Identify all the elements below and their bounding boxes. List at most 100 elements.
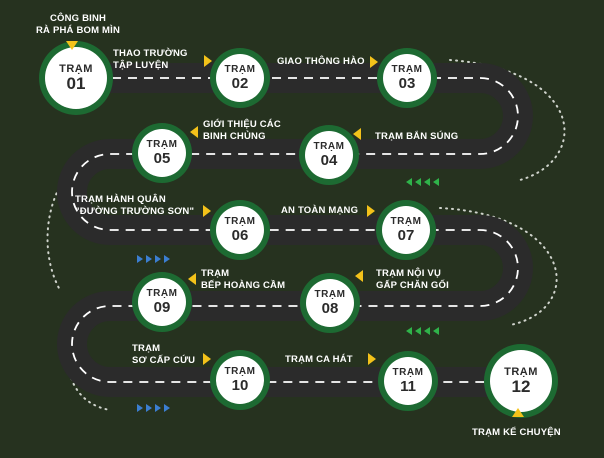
arrow-left-icon bbox=[188, 273, 196, 285]
chevron-right-icon bbox=[155, 255, 161, 263]
station-number: 06 bbox=[231, 227, 249, 244]
arrow-right-icon bbox=[368, 353, 376, 365]
arrow-up-icon bbox=[512, 408, 524, 417]
station-word: TRẠM bbox=[313, 141, 345, 152]
station-word: TRẠM bbox=[224, 216, 256, 227]
chevron-left-icon bbox=[406, 178, 412, 186]
chevron-left-icon bbox=[433, 327, 439, 335]
arrow-right-icon bbox=[370, 56, 378, 68]
station-word: TRẠM bbox=[391, 64, 423, 75]
station-word: TRẠM bbox=[59, 63, 93, 75]
station-number: 09 bbox=[153, 299, 171, 316]
station-word: TRẠM bbox=[392, 367, 424, 378]
chevron-left-icon bbox=[415, 178, 421, 186]
station-07-label: AN TOÀN MẠNG bbox=[281, 205, 358, 217]
station-word: TRẠM bbox=[314, 289, 346, 300]
chevron-right-icon bbox=[146, 255, 152, 263]
arrow-down-icon bbox=[66, 41, 78, 50]
arrow-right-icon bbox=[203, 353, 211, 365]
station-word: TRẠM bbox=[504, 366, 538, 378]
station-number: 10 bbox=[231, 377, 249, 394]
station-06-label: TRẠM HÀNH QUÂN"ĐƯỜNG TRƯỜNG SƠN" bbox=[75, 194, 194, 218]
station-number: 03 bbox=[398, 75, 416, 92]
chevron-left-icon bbox=[424, 178, 430, 186]
station-12-label: TRẠM KỂ CHUYỆN bbox=[472, 427, 561, 439]
label-line: TRẠM HÀNH QUÂN"ĐƯỜNG TRƯỜNG SƠN" bbox=[75, 194, 195, 217]
station-11-label: TRẠM CA HÁT bbox=[285, 354, 353, 366]
station-word: TRẠM bbox=[146, 139, 178, 150]
chevron-right-icon bbox=[137, 404, 143, 412]
arrow-right-icon bbox=[203, 205, 211, 217]
station-number: 01 bbox=[66, 74, 86, 93]
road-marking bbox=[71, 77, 520, 383]
chevron-left-icon bbox=[415, 327, 421, 335]
label-line: AN TOÀN MẠNG bbox=[281, 205, 359, 216]
station-word: TRẠM bbox=[224, 64, 256, 75]
chevron-left-icon bbox=[406, 327, 412, 335]
label-line: TRẠM CA HÁT bbox=[285, 354, 353, 365]
station-number: 04 bbox=[320, 152, 338, 169]
station-number: 11 bbox=[400, 378, 416, 395]
chevron-left-icon bbox=[424, 327, 430, 335]
arrow-left-icon bbox=[190, 126, 198, 138]
arrow-right-icon bbox=[204, 55, 212, 67]
chevron-right-icon bbox=[137, 255, 143, 263]
station-04-label: TRẠM BẮN SÚNG bbox=[375, 131, 458, 143]
label-line: GIAO THÔNG HÀO bbox=[277, 56, 365, 67]
chevron-right-icon bbox=[155, 404, 161, 412]
chevron-right-icon bbox=[164, 255, 170, 263]
chevron-right-icon bbox=[146, 404, 152, 412]
station-number: 05 bbox=[153, 150, 171, 167]
station-number: 08 bbox=[321, 300, 339, 317]
station-word: TRẠM bbox=[390, 216, 422, 227]
station-word: TRẠM bbox=[224, 366, 256, 377]
dotted-arc bbox=[449, 59, 566, 181]
chevron-left-icon bbox=[433, 178, 439, 186]
station-word: TRẠM bbox=[146, 288, 178, 299]
arrow-left-icon bbox=[353, 128, 361, 140]
station-03-label: GIAO THÔNG HÀO bbox=[277, 56, 365, 68]
arrow-right-icon bbox=[367, 205, 375, 217]
station-number: 02 bbox=[231, 75, 249, 92]
chevron-right-icon bbox=[164, 404, 170, 412]
station-number: 12 bbox=[511, 377, 531, 396]
dotted-arc bbox=[439, 207, 558, 326]
label-line: TRẠM BẮN SÚNG bbox=[375, 131, 459, 142]
